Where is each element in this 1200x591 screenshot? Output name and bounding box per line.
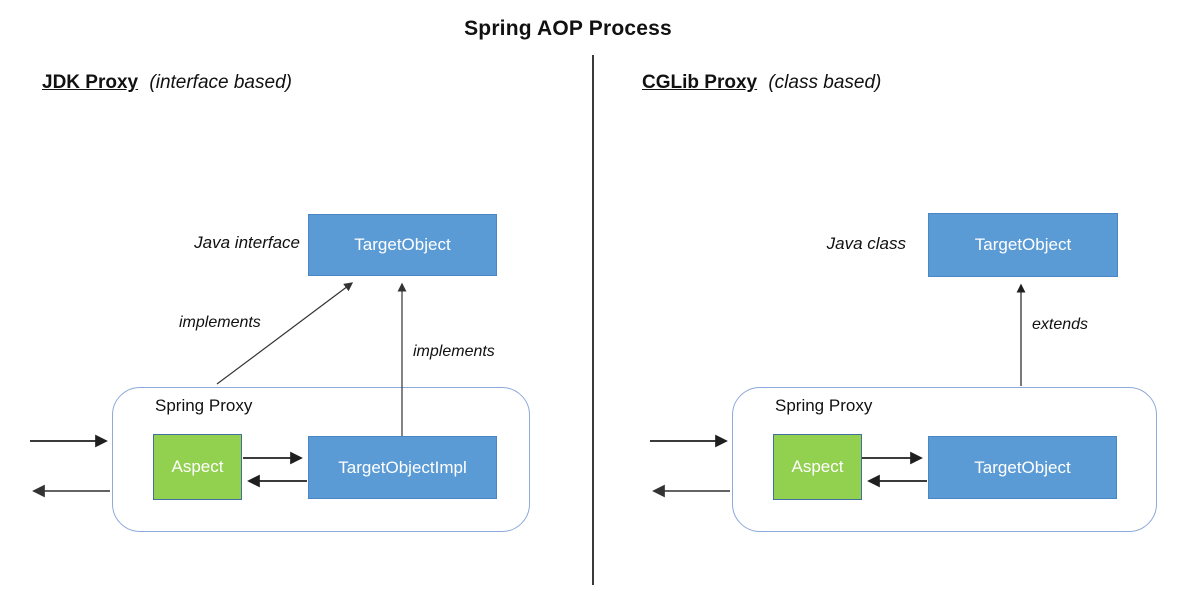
- jdk-target-object-impl-label: TargetObjectImpl: [338, 457, 467, 477]
- jdk-target-object-box: TargetObject: [308, 214, 497, 276]
- cglib-aspect-box: Aspect: [773, 434, 862, 500]
- page-title: Spring AOP Process: [464, 17, 672, 40]
- jdk-aspect-label: Aspect: [171, 457, 224, 476]
- cglib-target-object-label: TargetObject: [974, 235, 1072, 254]
- jdk-implements-label-vertical: implements: [413, 343, 495, 360]
- cglib-proxy-heading-note: (class based): [768, 72, 882, 93]
- cglib-target-object-box: TargetObject: [928, 213, 1118, 277]
- jdk-spring-proxy-label: Spring Proxy: [155, 396, 253, 415]
- cglib-spring-proxy-container: [732, 387, 1157, 532]
- cglib-proxy-heading: CGLib Proxy (class based): [642, 72, 881, 94]
- cglib-proxy-heading-name: CGLib Proxy: [642, 72, 758, 93]
- jdk-implements-label-diagonal: implements: [179, 314, 261, 331]
- java-class-label: Java class: [826, 234, 906, 253]
- jdk-aspect-box: Aspect: [153, 434, 242, 500]
- cglib-target-object-inner-box: TargetObject: [928, 436, 1117, 499]
- cglib-aspect-label: Aspect: [791, 457, 844, 476]
- jdk-proxy-heading-note: (interface based): [149, 72, 292, 93]
- jdk-spring-proxy-container: [112, 387, 530, 532]
- jdk-target-object-impl-box: TargetObjectImpl: [308, 436, 497, 499]
- cglib-target-object-inner-label: TargetObject: [974, 457, 1071, 477]
- cglib-spring-proxy-label: Spring Proxy: [775, 396, 873, 415]
- jdk-proxy-heading: JDK Proxy (interface based): [42, 72, 292, 94]
- center-divider: [592, 55, 594, 585]
- jdk-proxy-heading-name: JDK Proxy: [42, 72, 139, 93]
- cglib-extends-label: extends: [1032, 316, 1089, 333]
- jdk-implements-diagonal-arrow: [216, 282, 354, 385]
- java-interface-label: Java interface: [194, 233, 300, 252]
- jdk-target-object-label: TargetObject: [354, 235, 451, 254]
